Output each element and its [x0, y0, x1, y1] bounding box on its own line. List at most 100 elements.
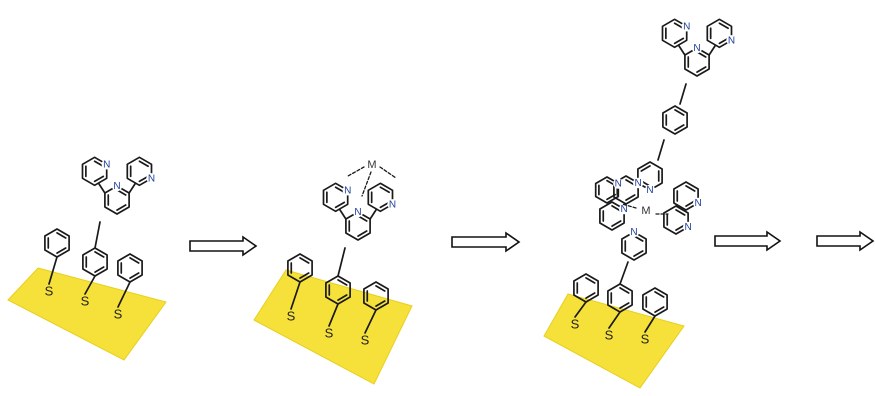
arrow-step-1 [189, 235, 258, 257]
stage2-coord-bond-left [347, 166, 365, 177]
stage1-anchor-left-phenyl-double-bond [56, 232, 67, 239]
gold-substrate-2 [253, 269, 413, 385]
nitrogen-mask [628, 226, 640, 238]
stage2-linker-bond [337, 247, 346, 277]
nitrogen-atom: N [683, 21, 690, 32]
stage3-upper-phenyl-double-bond [674, 124, 685, 131]
stage3-anchor-left-phenyl-double-bond [585, 277, 596, 284]
nitrogen-mask [387, 199, 398, 210]
stage1-anchor-right-sulfur-atom: S [114, 306, 123, 321]
stage3-anchor-right-phenyl-double-bond [654, 291, 665, 298]
nitrogen-atom: N [728, 35, 735, 46]
stage2-anchor-left-sulfur-atom: S [287, 308, 296, 323]
nitrogen-mask [691, 42, 703, 54]
nitrogen-mask [352, 206, 364, 218]
stage3-anchor-right-phenyl-double-bond [654, 306, 665, 313]
nitrogen-atom: N [685, 222, 692, 233]
nitrogen-mask [618, 203, 630, 215]
stage1-terpyridine-left-pyridine-double-bond [93, 175, 105, 183]
nitrogen-atom: N [344, 185, 351, 196]
stage2-terpyridine-right-pyridine [367, 182, 394, 213]
stage3-top-terpyridine-left-pyridine-double-bond [673, 37, 685, 45]
nitrogen-atom: N [693, 43, 700, 54]
stage1-terpyridine-right-pyridine-double-bond [138, 160, 149, 168]
stage3-upper-right-pyridine-double-bond [685, 185, 696, 192]
nitrogen-mask [146, 173, 157, 184]
stage3-anchor-left-phenyl-double-bond [585, 292, 596, 299]
nitrogen-atom: N [148, 173, 155, 184]
nitrogen-atom: N [354, 207, 361, 218]
stage3-anchor-right-sulfur-atom: S [641, 331, 650, 346]
stage1-anchor-left-sulfur-atom: S [45, 283, 54, 298]
stage3-lower-right-pyridine-double-bond [675, 209, 686, 216]
nitrogen-atom: N [621, 204, 628, 215]
stage3-lower-right-pyridine [663, 205, 689, 235]
stage2-anchor-right-sulfur-atom: S [361, 332, 370, 347]
stage1-terpyridine-central-pyridine-double-bond [116, 204, 127, 211]
arrow-step-3 [714, 230, 782, 252]
stage2-anchor-left-c-s-bond [290, 281, 301, 310]
stage1-terpyridine-right-link [128, 182, 137, 194]
nitrogen-mask [632, 177, 644, 189]
stage2-anchor-right-phenyl-double-bond [375, 300, 386, 307]
nitrogen-mask [681, 21, 692, 32]
stage2-terpyridine-right-link [369, 208, 378, 220]
stage2-coord-bond-right [379, 166, 397, 179]
stage3-upper-right-pyridine [673, 181, 699, 211]
bond-layer [44, 18, 737, 334]
nitrogen-atom: N [695, 198, 702, 209]
stage3-anchor-middle-sulfur-atom: S [605, 327, 614, 342]
stage1-anchor-middle-phenyl-double-bond [94, 251, 105, 258]
stage1-linker-bond [94, 221, 101, 249]
stage3-lower-left-pyridine-double-bond [611, 220, 622, 227]
stage2-anchor-middle-sulfur-atom: S [325, 325, 334, 340]
reaction-arrows [189, 230, 875, 257]
stage3-linker-bond [619, 261, 629, 285]
stage2-anchor-middle-phenyl-double-bond [337, 294, 348, 301]
stage1-anchor-middle-c-s-bond [84, 275, 96, 295]
stage2-anchor-left-phenyl-double-bond [299, 272, 310, 279]
stage2-terpyridine-central-pyridine-double-bond [357, 230, 368, 237]
stage3-anchor-right-c-s-bond [644, 315, 656, 333]
stage3-metal-atom: M [641, 205, 650, 217]
stage3-top-terpyridine-central-pyridine-double-bond [696, 66, 707, 73]
nitrogen-mask [613, 178, 624, 189]
stage3-anchor-middle-phenyl-double-bond [619, 287, 630, 294]
stage1-terpyridine-left-link [97, 182, 106, 194]
stage3-top-terpyridine-left-link [677, 44, 686, 56]
stage1-anchor-right-c-s-bond [117, 281, 131, 308]
stage3-anchor-left-c-s-bond [574, 301, 587, 318]
substrate-layer [7, 267, 685, 389]
stage3-top-terpyridine-right-link [708, 44, 717, 56]
stage3-outer-left-pyridine-double-bond [606, 193, 616, 201]
stage1-anchor-middle-phenyl-double-bond [94, 266, 105, 273]
stage3-top-terpyridine-right-pyridine [706, 18, 733, 49]
nitrogen-mask [342, 185, 353, 196]
stage3-lower-central-pyridine-double-bond [633, 250, 644, 257]
stage2-anchor-middle-c-s-bond [328, 303, 339, 327]
stage2-coord-bond-center [361, 171, 372, 197]
stage3-top-terpyridine-right-pyridine-double-bond [718, 22, 729, 30]
stage3-anchor-middle-phenyl-double-bond [619, 302, 630, 309]
stage2-terpyridine-left-pyridine-double-bond [334, 201, 346, 209]
arrow-step-4 [816, 230, 875, 252]
stage1-terpyridine-right-pyridine [126, 156, 153, 187]
stage3-upper-phenyl [662, 105, 688, 135]
stage2-metal-atom: M [367, 159, 376, 171]
nitrogen-mask [111, 180, 123, 192]
arrow-step-2 [451, 231, 521, 253]
stage2-terpyridine-left-link [338, 208, 347, 220]
stage1-anchor-left-phenyl-double-bond [56, 247, 67, 254]
stage3-anchor-left-sulfur-atom: S [571, 316, 580, 331]
stage3-upper-central-pyridine-double-bond [640, 165, 651, 172]
stage2-anchor-right-c-s-bond [364, 309, 377, 334]
stage3-anchor-middle-c-s-bond [608, 311, 621, 329]
stage1-anchor-middle-sulfur-atom: S [81, 293, 90, 308]
gold-substrate-3 [543, 293, 685, 389]
stage3-upper-left-pyridine-double-bond [625, 194, 636, 201]
stage2-anchor-left-phenyl-double-bond [299, 257, 310, 264]
nitrogen-atom: N [113, 181, 120, 192]
